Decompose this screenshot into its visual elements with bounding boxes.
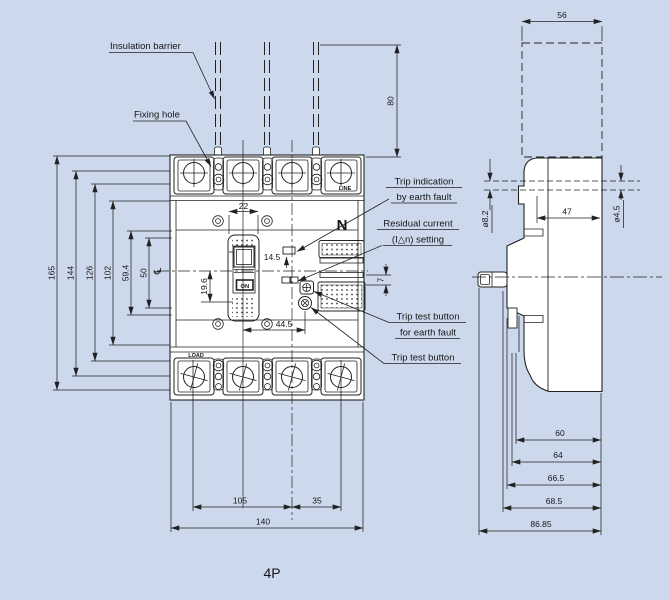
dim-22: 22 — [239, 201, 249, 211]
dim-140: 140 — [256, 517, 270, 527]
trip-test-button[interactable] — [298, 296, 312, 310]
insulation-barrier-label: Insulation barrier — [110, 41, 181, 52]
dim-102: 102 — [103, 266, 113, 280]
side-hooks — [507, 228, 544, 352]
dim-60: 60 — [555, 428, 565, 438]
operating-handle[interactable] — [227, 234, 260, 322]
dim-44-5: 44.5 — [276, 319, 293, 329]
dim-80: 80 — [386, 96, 396, 106]
residual-current-label-line2: (I△n) setting — [392, 235, 444, 246]
insulation-barriers — [215, 42, 319, 149]
dim-56: 56 — [557, 10, 567, 20]
dim-47: 47 — [562, 207, 572, 217]
dim-126: 126 — [85, 266, 95, 280]
trip-test-earth-label-line2: for earth fault — [400, 328, 456, 339]
dim-165: 165 — [47, 266, 57, 280]
neutral-pole-marking: N — [337, 217, 348, 234]
centerline-symbol: ℄ — [153, 267, 164, 275]
trip-test-label: Trip test button — [391, 353, 454, 364]
drawing-text: Insulation barrier Fixing hole Trip indi… — [47, 10, 622, 581]
barrier-slots-top — [212, 157, 323, 191]
dim-hole-8-2: ø8.2 — [480, 210, 490, 227]
callout-leaders — [109, 52, 466, 364]
front-dimensions — [53, 44, 401, 532]
dim-14-5: 14.5 — [264, 252, 281, 262]
side-view — [472, 18, 662, 535]
dim-64: 64 — [553, 450, 563, 460]
dim-hole-4-5: ø4.5 — [612, 205, 622, 222]
side-dimensions — [478, 18, 624, 535]
mounting-hole-lines — [484, 180, 640, 191]
rating-label-plates — [317, 240, 366, 312]
trip-indication-label-line2: by earth fault — [397, 192, 452, 203]
cover-screws — [212, 215, 273, 330]
load-marking: LOAD — [188, 353, 204, 359]
trip-test-earth-label-line1: Trip test button — [396, 312, 459, 323]
load-terminal-3 — [271, 357, 313, 396]
dim-66-5: 66.5 — [548, 473, 565, 483]
dim-144: 144 — [66, 266, 76, 280]
trip-indication-label-line1: Trip indication — [395, 177, 454, 188]
line-marking: LINE — [339, 186, 352, 192]
body-internal-lines — [170, 195, 364, 353]
barrier-outline-side — [521, 42, 603, 158]
dim-19-6: 19.6 — [199, 278, 209, 295]
on-badge — [235, 279, 254, 291]
earth-fault-indicator-window — [282, 246, 296, 255]
side-handle[interactable] — [477, 271, 508, 288]
load-terminal-1 — [173, 357, 215, 396]
side-body-outline — [506, 157, 603, 393]
dim-105: 105 — [233, 496, 247, 506]
line-terminal-n — [320, 156, 362, 195]
dim-59-4: 59.4 — [121, 264, 131, 281]
dim-86-85: 86.85 — [530, 519, 552, 529]
line-terminal-1 — [173, 156, 215, 195]
drawing-caption: 4P — [263, 565, 280, 581]
front-view — [53, 42, 466, 532]
dim-7: 7 — [377, 277, 386, 282]
load-terminal-2 — [222, 357, 264, 396]
dim-50: 50 — [139, 268, 149, 278]
fixing-hole-label: Fixing hole — [134, 110, 180, 121]
dim-35: 35 — [312, 496, 322, 506]
residual-current-label-line1: Residual current — [383, 219, 453, 230]
dim-68-5: 68.5 — [546, 496, 563, 506]
barrier-slots-bottom — [212, 358, 323, 391]
trip-test-button-earth-fault[interactable] — [299, 280, 314, 295]
on-marking: ON — [240, 284, 249, 290]
